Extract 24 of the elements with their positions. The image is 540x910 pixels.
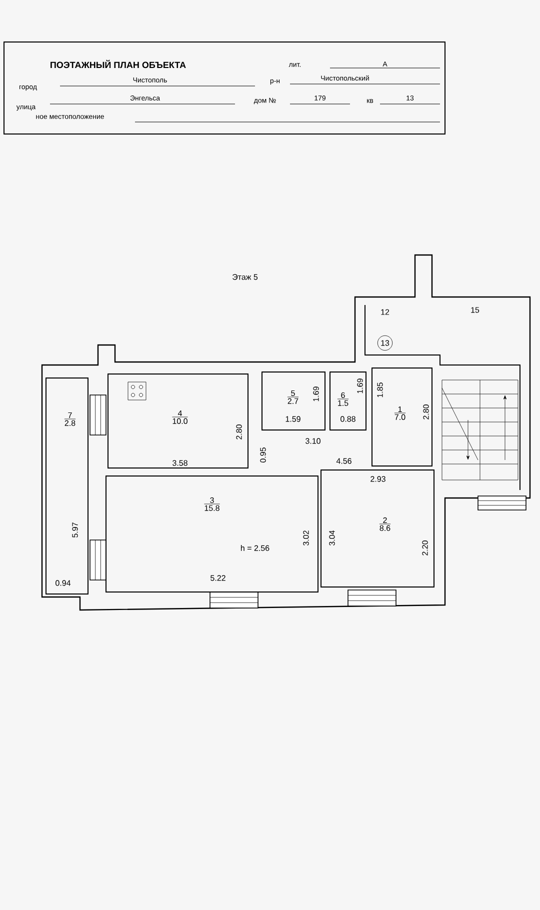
dimension-label: 2.20 (422, 540, 428, 556)
dimension-label: 3.10 (306, 438, 320, 444)
form-title: ПОЭТАЖНЫЙ ПЛАН ОБЪЕКТА (50, 60, 186, 68)
dimension-label: 3.02 (303, 530, 309, 546)
dimension-label: 3.58 (172, 460, 188, 466)
dimension-label: 4.56 (336, 458, 352, 464)
dimension-label: 1.69 (357, 378, 363, 394)
number-label: 15 (471, 307, 480, 313)
circled-number: 13 (377, 335, 393, 351)
dimension-label: 0.94 (56, 580, 71, 586)
dimension-label: 5.97 (72, 522, 78, 538)
dimension-label: 0.95 (260, 448, 266, 462)
dimension-label: 5.22 (210, 575, 226, 581)
dimension-label: 3.04 (329, 530, 335, 546)
dimension-label: 0.88 (340, 416, 356, 422)
number-label: 12 (381, 309, 390, 315)
heading: Этаж 5 (232, 274, 258, 280)
dimension-label: 2.80 (236, 424, 242, 440)
dimension-label: 1.85 (377, 382, 383, 398)
height-label: h = 2.56 (240, 545, 270, 551)
dimension-label: 1.69 (313, 386, 319, 402)
dimension-label: 2.80 (423, 404, 429, 420)
dimension-label: 2.93 (370, 476, 386, 482)
dimension-label: 1.59 (286, 416, 300, 422)
